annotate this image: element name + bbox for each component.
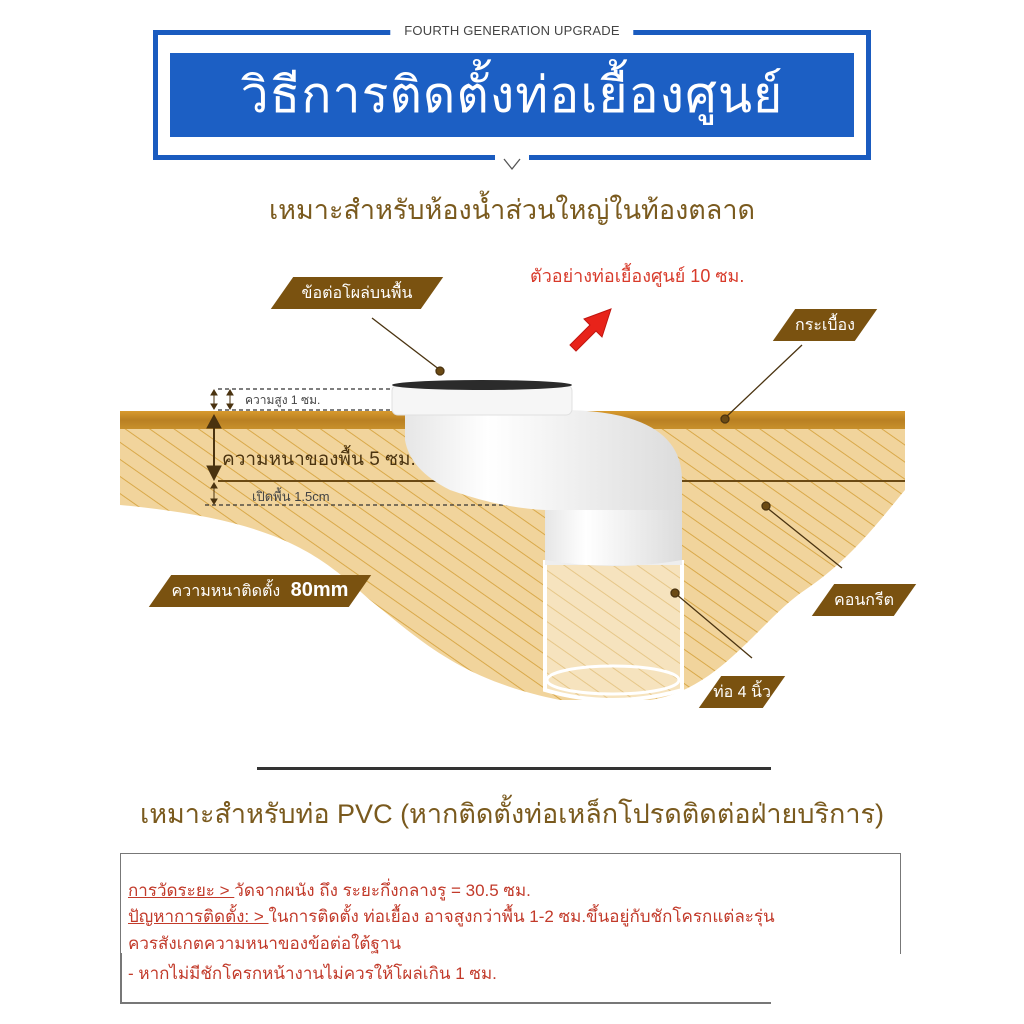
example-note: ตัวอย่างท่อเยื้องศูนย์ 10 ซม. (530, 266, 745, 286)
banner-tagline: FOURTH GENERATION UPGRADE (390, 23, 634, 38)
info-note-thickness: ควรสังเกตความหนาของข้อต่อใต้ฐาน (128, 934, 402, 953)
info-box-border (120, 953, 122, 1003)
chevron-down-icon (503, 158, 521, 171)
subtitle-bathroom: เหมาะสำหรับห้องน้ำส่วนใหญ่ในท้องตลาด (268, 195, 756, 225)
info-note-protrusion: - หากไม่มีชักโครกหน้างานไม่ควรให้โผล่เกิ… (128, 964, 497, 983)
label-tile: กระเบื้อง (784, 309, 866, 341)
header-banner: FOURTH GENERATION UPGRADE วิธีการติดตั้ง… (153, 23, 871, 160)
subtitle-pvc: เหมาะสำหรับท่อ PVC (หากติดตั้งท่อเหล็กโป… (139, 799, 885, 829)
measure-height: ความสูง 1 ซม. (245, 393, 321, 407)
concrete-body (120, 428, 905, 700)
installation-diagram (120, 308, 905, 702)
info-box-border (120, 1002, 771, 1004)
label-flange: ข้อต่อโผล่บนพื้น (282, 277, 432, 309)
dimension-arrows (206, 389, 234, 505)
leader-lines (371, 317, 843, 659)
measure-floor-thickness: ความหนาของพื้น 5 ซม. (222, 449, 416, 470)
section-divider (257, 767, 771, 770)
measure-floor-opening: เปิดพื้น 1.5cm (252, 489, 330, 504)
offset-pipe-fitting (391, 380, 684, 702)
banner-title-panel: วิธีการติดตั้งท่อเยื้องศูนย์ (170, 53, 854, 137)
info-install-problem: ปัญหาการติดตั้ง: > ในการติดตั้ง ท่อเยื้อ… (128, 907, 775, 926)
banner-gap (495, 150, 529, 164)
label-pipe: ท่อ 4 นิ้ว (710, 676, 774, 708)
page-title: วิธีการติดตั้งท่อเยื้องศูนย์ (240, 66, 784, 123)
red-arrow-up-right-icon (569, 308, 612, 352)
info-measurement: การวัดระยะ > วัดจากผนัง ถึง ระยะกึ่งกลาง… (128, 881, 531, 900)
label-concrete: คอนกรีต (823, 584, 905, 616)
info-box (120, 853, 901, 954)
label-install-thickness: ความหนาติดตั้ง 80mm (160, 575, 360, 607)
